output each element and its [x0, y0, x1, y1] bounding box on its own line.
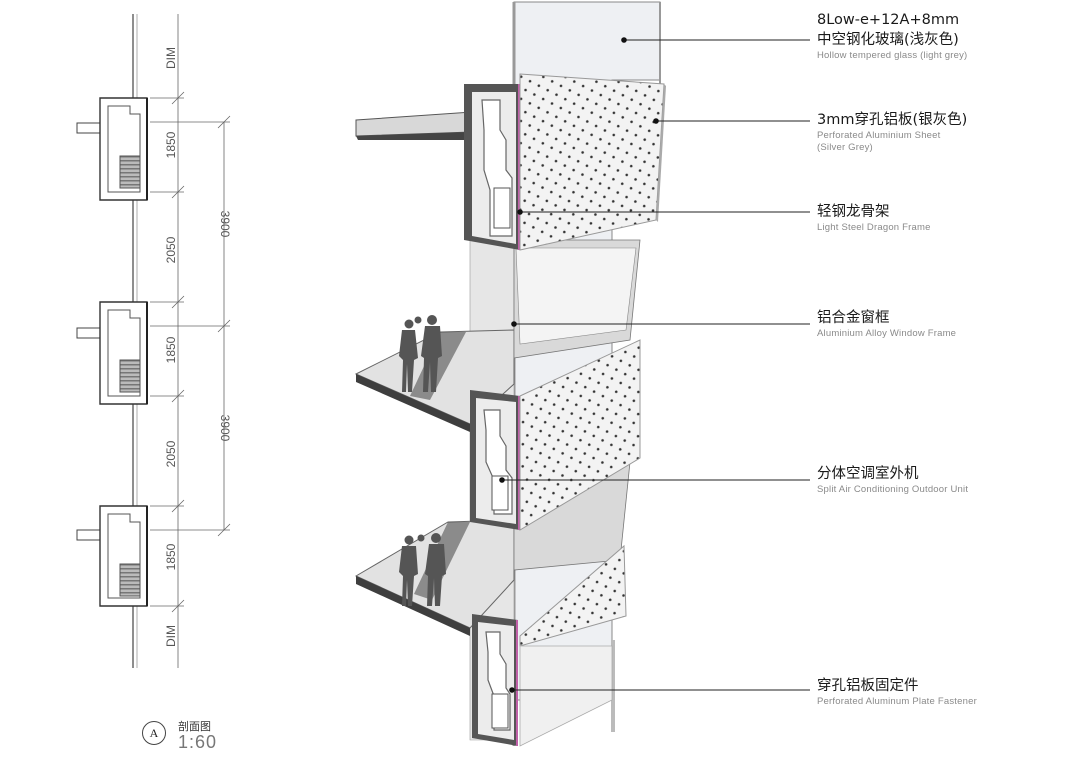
- people-silhouettes-1: [399, 315, 442, 392]
- callout-glass-en: Hollow tempered glass (light grey): [817, 50, 968, 61]
- dim-label: 1850: [164, 131, 178, 158]
- people-silhouettes-2: [399, 533, 446, 606]
- callout-fastener-en: Perforated Aluminum Plate Fastener: [817, 696, 977, 707]
- dim-label: 2050: [164, 236, 178, 263]
- callout-glass-title: 中空钢化玻璃(浅灰色): [817, 32, 959, 48]
- callout-window-frame: 铝合金窗框 Aluminium Alloy Window Frame: [817, 308, 956, 340]
- callout-ac-unit-title: 分体空调室外机: [817, 466, 919, 482]
- callout-steel-frame-title: 轻钢龙骨架: [817, 204, 890, 220]
- section-unit-1: [76, 97, 148, 201]
- ac-enclosure-2: [470, 390, 520, 530]
- section-unit-2: [76, 301, 148, 405]
- callout-ac-unit-en: Split Air Conditioning Outdoor Unit: [817, 484, 969, 495]
- dim-label: 1850: [164, 336, 178, 363]
- callout-ac-unit: 分体空调室外机 Split Air Conditioning Outdoor U…: [817, 464, 968, 496]
- floor-dim-label: 3900: [218, 415, 232, 442]
- callout-fastener-title: 穿孔铝板固定件: [817, 678, 919, 694]
- callout-steel-frame-en: Light Steel Dragon Frame: [817, 222, 931, 233]
- section-drawing: DIM 1850 2050 1850 2050 1850 DIM 3900 39…: [76, 14, 232, 668]
- dim-label: DIM: [164, 625, 178, 647]
- axonometric-drawing: [354, 1, 666, 747]
- callout-window-frame-en: Aluminium Alloy Window Frame: [817, 328, 957, 339]
- callout-perforated-sheet-en2: (Silver Grey): [817, 142, 873, 153]
- dim-label: 1850: [164, 543, 178, 570]
- callout-steel-frame: 轻钢龙骨架 Light Steel Dragon Frame: [817, 202, 931, 234]
- callout-perforated-sheet-en1: Perforated Aluminium Sheet: [817, 130, 941, 141]
- perforated-panel-1: [519, 73, 665, 251]
- section-title: 剖面图: [178, 720, 211, 733]
- ac-enclosure-3: [472, 614, 518, 746]
- callout-window-frame-title: 铝合金窗框: [817, 310, 890, 326]
- callout-glass: 8Low-e+12A+8mm 中空钢化玻璃(浅灰色) Hollow temper…: [817, 10, 967, 62]
- ac-enclosure-1: [464, 84, 520, 250]
- callout-perforated-sheet-title: 3mm穿孔铝板(银灰色): [817, 112, 968, 128]
- section-unit-3: [76, 505, 148, 607]
- callout-dots: [499, 37, 659, 693]
- section-marker: A: [142, 721, 166, 745]
- dim-label: DIM: [164, 47, 178, 69]
- floor-dim-label: 3900: [218, 211, 232, 238]
- perforated-panel-2: [519, 339, 641, 531]
- dim-label: 2050: [164, 440, 178, 467]
- section-scale: 1:60: [178, 732, 218, 752]
- callout-fastener: 穿孔铝板固定件 Perforated Aluminum Plate Fasten…: [817, 676, 977, 708]
- perforated-panel-4: [519, 645, 613, 747]
- callout-leaders: [502, 39, 810, 691]
- callout-glass-spec: 8Low-e+12A+8mm: [817, 12, 960, 28]
- perforated-panel-3: [519, 544, 627, 647]
- callout-perforated-sheet: 3mm穿孔铝板(银灰色) Perforated Aluminium Sheet …: [817, 110, 967, 154]
